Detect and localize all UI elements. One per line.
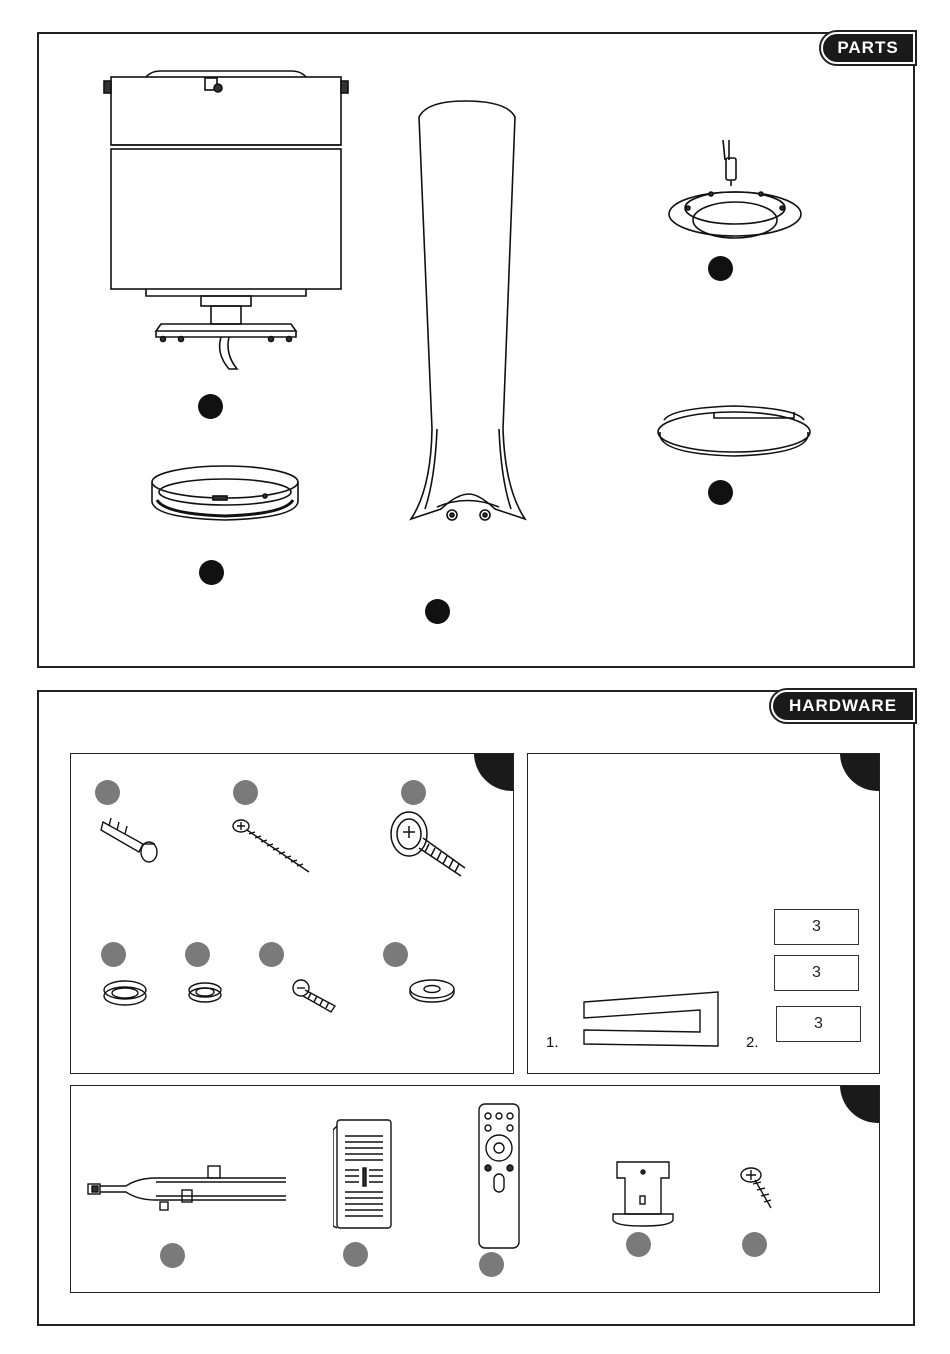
part-a-callout <box>198 394 223 419</box>
part-d-callout <box>708 256 733 281</box>
hardware-section: HARDWARE <box>37 690 915 1326</box>
part-c-callout <box>425 599 450 624</box>
parts-section: PARTS <box>37 32 915 668</box>
flat-washer-callout <box>383 942 408 967</box>
remote-holder-icon <box>611 1158 675 1228</box>
large-lock-washer-callout <box>101 942 126 967</box>
receiver-icon <box>333 1116 395 1232</box>
holder-screw-icon <box>739 1166 775 1214</box>
wire-harness-icon <box>86 1158 296 1218</box>
fan-blade-illustration <box>407 99 527 539</box>
small-lock-washer-icon <box>187 980 227 1006</box>
motor-cover-ring-illustration <box>145 462 305 527</box>
box-corner-marker <box>840 753 880 791</box>
receiver-callout <box>343 1242 368 1267</box>
light-kit-illustration <box>665 134 805 244</box>
wood-screw-callout <box>233 780 258 805</box>
blade-bolt-callout <box>401 780 426 805</box>
mounting-hardware-box <box>70 753 514 1074</box>
wood-screw-icon <box>231 816 313 876</box>
electrical-components-box <box>70 1085 880 1293</box>
remote-holder-callout <box>626 1232 651 1257</box>
wall-anchor-callout <box>95 780 120 805</box>
part-e-callout <box>708 480 733 505</box>
box-corner-marker <box>840 1085 880 1123</box>
balancing-kit-box: 1. 2. 3 3 3 <box>527 753 880 1074</box>
hardware-tab: HARDWARE <box>770 689 916 723</box>
balancing-clip-icon <box>580 990 720 1050</box>
balancing-weight-quantity: 3 <box>774 909 859 945</box>
wall-anchor-icon <box>99 814 161 864</box>
balancing-weight-quantity: 3 <box>776 1006 861 1042</box>
part-b-callout <box>199 560 224 585</box>
box-corner-marker <box>474 753 514 791</box>
step-2-label: 2. <box>746 1034 759 1051</box>
remote-control-callout <box>479 1252 504 1277</box>
holder-screw-callout <box>742 1232 767 1257</box>
machine-screw-callout <box>259 942 284 967</box>
wire-harness-callout <box>160 1243 185 1268</box>
machine-screw-icon <box>291 976 341 1016</box>
parts-tab: PARTS <box>820 31 916 65</box>
step-1-label: 1. <box>546 1034 559 1051</box>
motor-housing-illustration <box>101 69 361 379</box>
flat-washer-icon <box>407 978 457 1004</box>
remote-control-icon <box>476 1102 522 1250</box>
light-cover-illustration <box>654 402 814 462</box>
large-lock-washer-icon <box>101 978 151 1008</box>
blade-bolt-icon <box>389 804 471 884</box>
small-lock-washer-callout <box>185 942 210 967</box>
balancing-weight-quantity: 3 <box>774 955 859 991</box>
